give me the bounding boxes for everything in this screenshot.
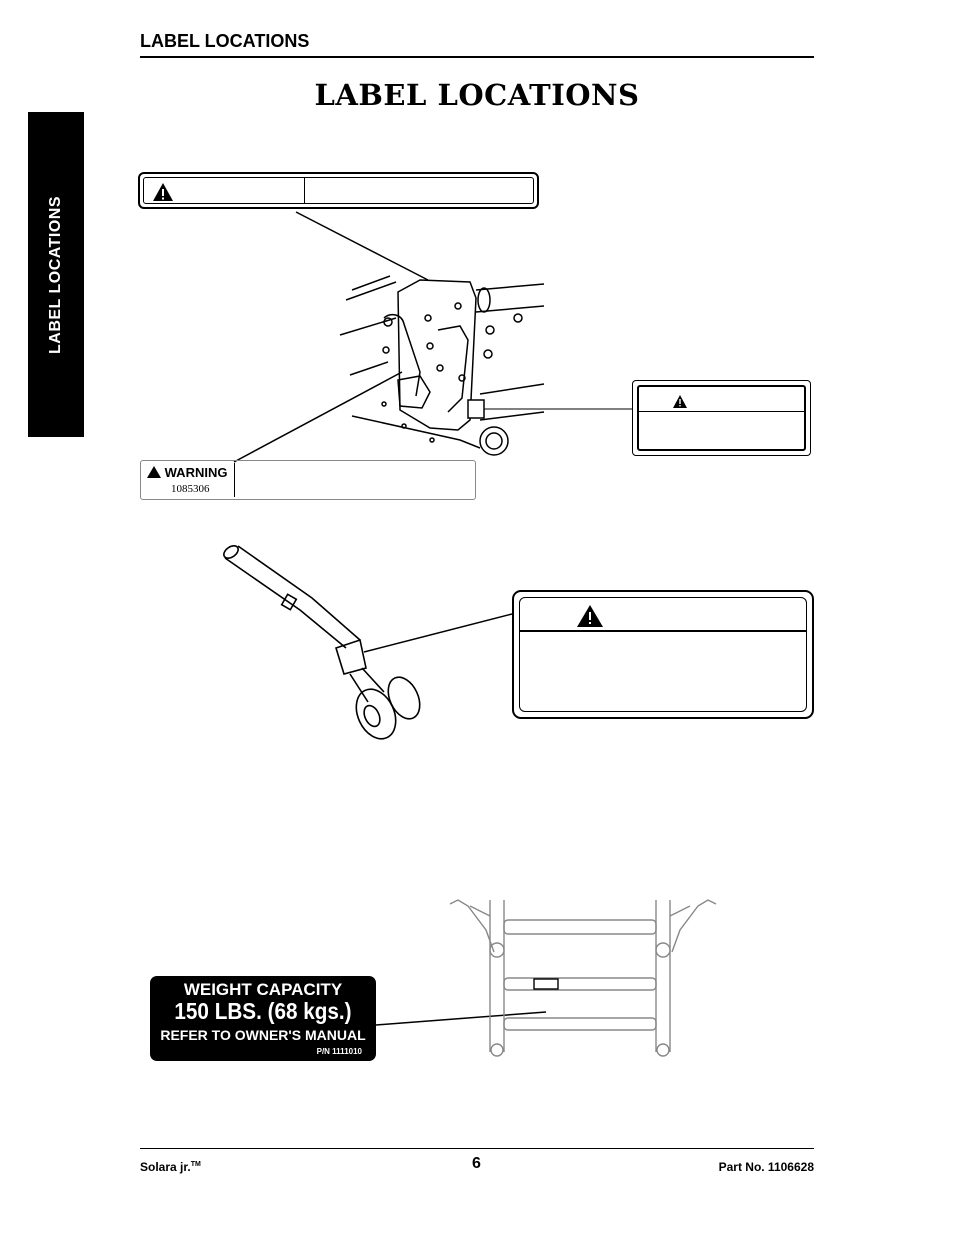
side-tab: LABEL LOCATIONS [28, 112, 84, 437]
header-rule [140, 56, 814, 58]
anti-tip-drawing [223, 545, 421, 740]
capacity-title: WEIGHT CAPACITY [183, 980, 343, 999]
page-title: LABEL LOCATIONS [314, 78, 640, 112]
anti-tip-label-outline [512, 590, 814, 719]
top-label-outline [138, 172, 539, 209]
section-header: LABEL LOCATIONS [140, 31, 310, 51]
right-label-outline [632, 380, 811, 456]
warning-word: WARNING [147, 465, 227, 480]
footer-part-number: Part No. 1106628 [718, 1160, 814, 1174]
frame-caster-drawing [339, 275, 545, 456]
warning-triangle-icon [673, 395, 687, 408]
footer-product: Solara jr.TM [140, 1160, 201, 1174]
warning-triangle-icon [153, 183, 173, 201]
rear-frame-drawing [449, 899, 717, 1057]
capacity-value: 150 LBS. (68 kgs.) [174, 998, 352, 1024]
warning-triangle-icon [147, 466, 161, 478]
capacity-part-number: P/N 1111010 [316, 1047, 362, 1056]
weight-capacity-label: WEIGHT CAPACITY 150 LBS. (68 kgs.) REFER… [150, 976, 376, 1061]
warning-part-number: 1085306 [171, 483, 210, 495]
warning-triangle-icon [577, 605, 603, 627]
warning-label-small: WARNING 1085306 [140, 460, 476, 500]
footer-page-number: 6 [472, 1155, 481, 1172]
footer-rule [140, 1148, 814, 1149]
capacity-instruction: REFER TO OWNER'S MANUAL [160, 1027, 366, 1043]
